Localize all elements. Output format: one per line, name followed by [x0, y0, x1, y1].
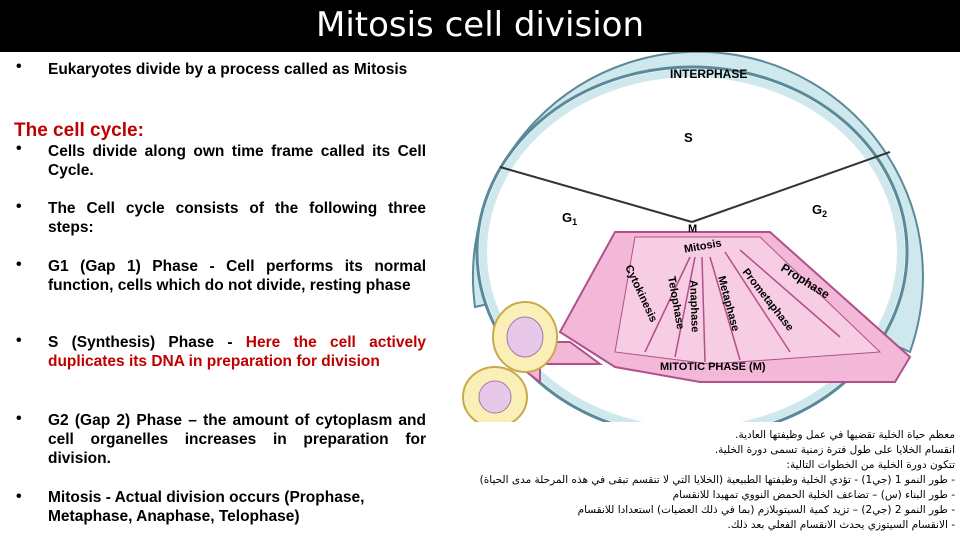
arabic-line: - طور النمو 2 (جي2) – تزيد كمية السيتوبل… — [577, 504, 955, 516]
arabic-notes: معظم حياة الخلية تقضيها في عمل وظيفتها ا… — [455, 428, 955, 533]
m-label: M — [688, 223, 697, 235]
s-phase-description: Here the cell actively duplicates its DN… — [48, 334, 426, 370]
parent-cell — [492, 301, 558, 373]
title-bar — [0, 0, 960, 52]
bullet-text: Cells divide along own time frame called… — [48, 143, 426, 179]
g1-label: G1 — [562, 210, 577, 227]
arabic-line: تتكون دورة الخلية من الخطوات التالية: — [786, 459, 955, 471]
mitotic-wedge — [498, 231, 912, 384]
bullet-text: Mitosis - Actual division occurs (Propha… — [48, 489, 365, 525]
bullet-dot: • — [16, 198, 22, 215]
divider-line — [691, 151, 891, 223]
s-phase-label: S — [684, 130, 693, 145]
bullet-text: G2 (Gap 2) Phase – the amount of cytopla… — [48, 412, 426, 467]
arabic-line: معظم حياة الخلية تقضيها في عمل وظيفتها ا… — [735, 429, 955, 441]
bullet-dot: • — [16, 332, 22, 349]
bullet-text: The Cell cycle consists of the following… — [48, 200, 426, 236]
bullet-dot: • — [16, 410, 22, 427]
cell-cycle-heading: The cell cycle: — [14, 120, 144, 141]
bullet-dot: • — [16, 58, 22, 75]
arabic-line: انقسام الخلايا على طول فترة زمنية تسمى د… — [714, 444, 955, 456]
arabic-line: - طور البناء (س) – تضاعف الخلية الحمض ال… — [672, 489, 955, 501]
bullet-dot: • — [16, 488, 22, 505]
cell-cycle-svg: INTERPHASE S G1 G2 M Mitosis MITOTIC PHA… — [462, 50, 924, 439]
bullet-dot: • — [16, 256, 22, 273]
divider-line — [499, 166, 693, 223]
phase-label-anaphase: Anaphase — [687, 280, 701, 333]
arabic-line: - طور النمو 1 (جي1) - تؤدي الخلية وظيفته… — [479, 474, 955, 486]
g2-label: G2 — [812, 202, 827, 219]
bullet-text: G1 (Gap 1) Phase - Cell performs its nor… — [48, 258, 426, 294]
bullet-dot: • — [16, 140, 22, 157]
page-title: Mitosis cell division — [315, 5, 644, 45]
s-phase-label: S (Synthesis) Phase - — [48, 334, 246, 351]
bullet-text: Eukaryotes divide by a process called as… — [48, 61, 408, 78]
arabic-line: - الانقسام السيتوزي يحدث الانقسام الفعلي… — [727, 519, 955, 531]
daughter-cell — [462, 366, 528, 428]
mitotic-phase-label: MITOTIC PHASE (M) — [660, 361, 766, 373]
interphase-label: INTERPHASE — [670, 67, 747, 81]
cell-cycle-diagram: INTERPHASE S G1 G2 M Mitosis MITOTIC PHA… — [440, 50, 960, 439]
bullet-text: S (Synthesis) Phase - Here the cell acti… — [48, 333, 426, 371]
